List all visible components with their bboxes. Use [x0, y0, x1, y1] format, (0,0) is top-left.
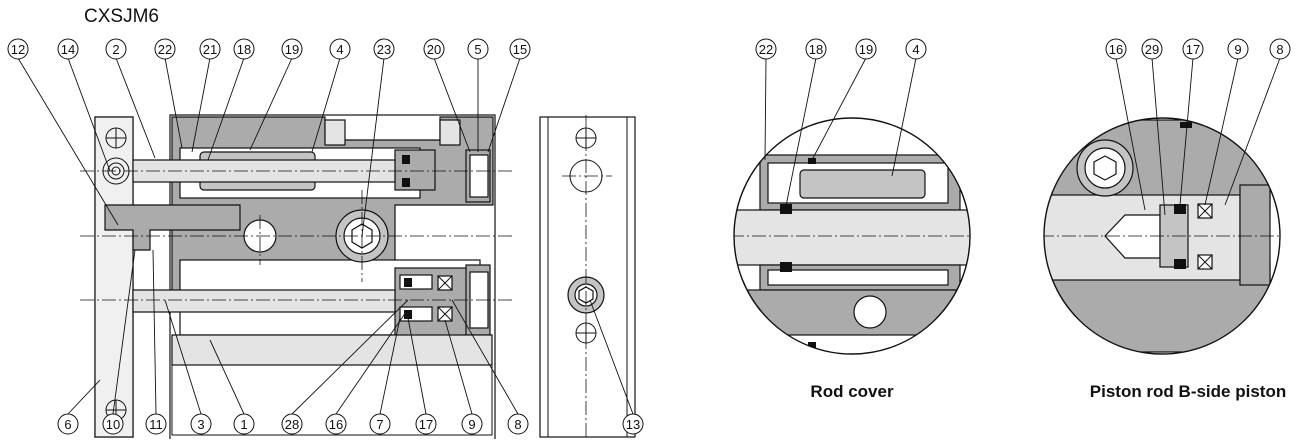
svg-text:17: 17: [1186, 42, 1200, 57]
model-label: CXSJM6: [84, 6, 159, 27]
piston-caption: Piston rod B-side piston: [1090, 382, 1286, 401]
svg-text:21: 21: [203, 42, 217, 57]
callout-rod-cover-3: 4: [905, 38, 927, 60]
svg-text:22: 22: [158, 42, 172, 57]
callout-main-bottom-5: 28: [281, 413, 303, 435]
callout-main-bottom-2: 11: [145, 413, 167, 435]
callout-main-bottom-4: 1: [233, 413, 255, 435]
svg-text:18: 18: [809, 42, 823, 57]
svg-text:7: 7: [376, 417, 383, 432]
callout-main-top-5: 18: [233, 38, 255, 60]
callout-main-top-9: 20: [423, 38, 445, 60]
callout-main-top-8: 23: [373, 38, 395, 60]
svg-text:9: 9: [468, 417, 475, 432]
callouts-main-bottom: 6 10 11 3 1 28 16 7 17 9 8 13: [57, 413, 644, 435]
svg-text:12: 12: [11, 42, 25, 57]
callout-main-bottom-9: 9: [461, 413, 483, 435]
callout-main-bottom-1: 10: [102, 413, 124, 435]
svg-text:6: 6: [64, 417, 71, 432]
callout-piston-0: 16: [1105, 38, 1127, 60]
svg-text:16: 16: [329, 417, 343, 432]
svg-text:20: 20: [427, 42, 441, 57]
callout-main-top-7: 4: [329, 38, 351, 60]
svg-text:29: 29: [1145, 42, 1159, 57]
svg-text:8: 8: [1276, 42, 1283, 57]
svg-text:9: 9: [1234, 42, 1241, 57]
svg-text:4: 4: [336, 42, 343, 57]
svg-text:4: 4: [912, 42, 919, 57]
callout-main-top-0: 12: [7, 38, 29, 60]
svg-text:3: 3: [197, 417, 204, 432]
svg-text:1: 1: [240, 417, 247, 432]
callout-main-bottom-3: 3: [190, 413, 212, 435]
svg-text:15: 15: [513, 42, 527, 57]
callout-main-top-11: 15: [509, 38, 531, 60]
callout-main-top-1: 14: [57, 38, 79, 60]
rod-cover-caption: Rod cover: [810, 382, 894, 401]
svg-text:10: 10: [106, 417, 120, 432]
main-section-view: [80, 114, 515, 441]
callout-piston-3: 9: [1227, 38, 1249, 60]
callout-main-bottom-11: 13: [622, 413, 644, 435]
svg-text:2: 2: [112, 42, 119, 57]
callout-main-bottom-10: 8: [507, 413, 529, 435]
callout-rod-cover-2: 19: [855, 38, 877, 60]
leader-lines: [17, 57, 1281, 415]
callout-rod-cover-1: 18: [805, 38, 827, 60]
rod-cover-detail: [733, 117, 971, 355]
callout-main-top-4: 21: [199, 38, 221, 60]
callout-main-top-10: 5: [467, 38, 489, 60]
svg-text:11: 11: [149, 417, 163, 432]
svg-text:19: 19: [285, 42, 299, 57]
svg-text:22: 22: [759, 42, 773, 57]
callout-main-top-2: 2: [105, 38, 127, 60]
callout-main-bottom-0: 6: [57, 413, 79, 435]
callout-piston-4: 8: [1269, 38, 1291, 60]
svg-text:18: 18: [237, 42, 251, 57]
svg-text:16: 16: [1109, 42, 1123, 57]
svg-text:17: 17: [419, 417, 433, 432]
svg-text:5: 5: [474, 42, 481, 57]
piston-detail: [1043, 117, 1281, 355]
callout-rod-cover-0: 22: [755, 38, 777, 60]
side-view: [539, 115, 636, 438]
callouts-piston: 16 29 17 9 8: [1105, 38, 1291, 60]
svg-text:8: 8: [514, 417, 521, 432]
callouts-main-top: 12 14 2 22 21 18 19 4 23 20 5 15: [7, 38, 531, 60]
callout-piston-2: 17: [1182, 38, 1204, 60]
callouts-rod-cover: 22 18 19 4: [755, 38, 927, 60]
callout-main-top-3: 22: [154, 38, 176, 60]
svg-text:14: 14: [61, 42, 75, 57]
svg-text:28: 28: [285, 417, 299, 432]
callout-main-top-6: 19: [281, 38, 303, 60]
svg-text:19: 19: [859, 42, 873, 57]
callout-main-bottom-8: 17: [415, 413, 437, 435]
callout-piston-1: 29: [1141, 38, 1163, 60]
callout-main-bottom-7: 7: [369, 413, 391, 435]
svg-text:23: 23: [377, 42, 391, 57]
callout-main-bottom-6: 16: [325, 413, 347, 435]
svg-text:13: 13: [626, 417, 640, 432]
